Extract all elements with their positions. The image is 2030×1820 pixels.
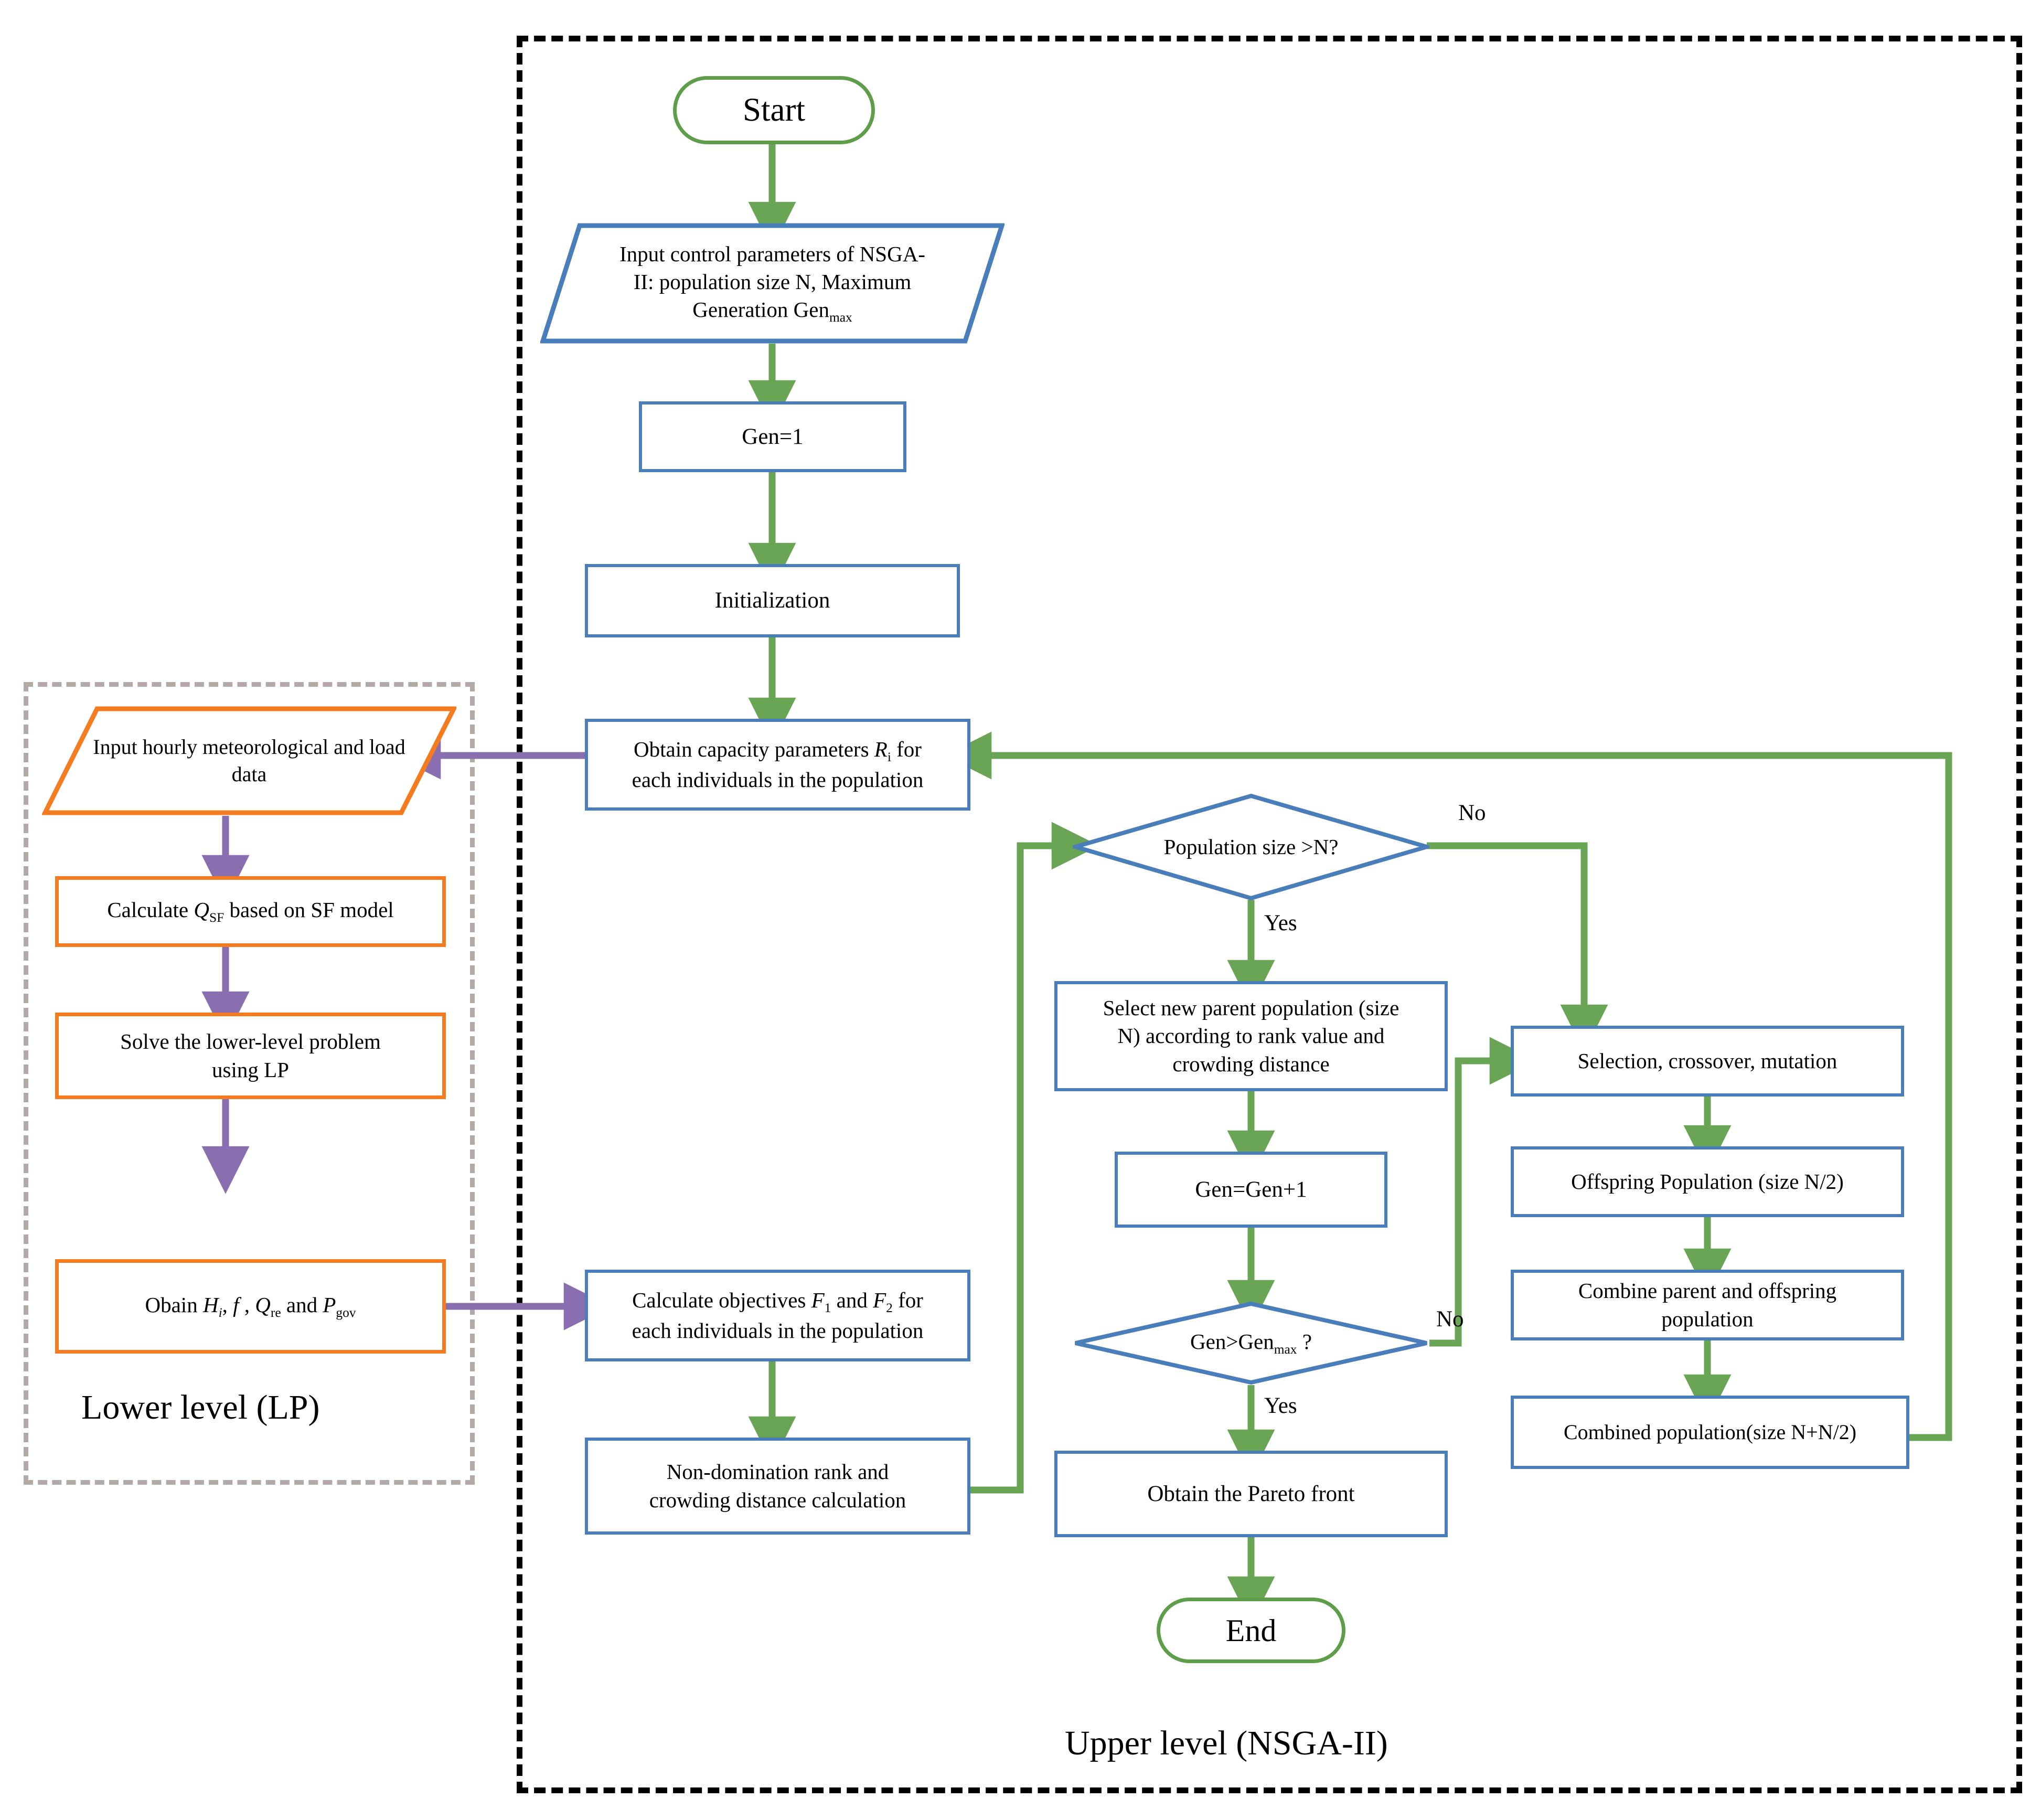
calculate-qsf-label: Calculate QSF based on SF model bbox=[107, 898, 394, 925]
combine-population-line1: Combine parent and offspring bbox=[1578, 1279, 1837, 1303]
combine-population-text: Combine parent and offspring population bbox=[1578, 1277, 1836, 1333]
gen-init-box[interactable]: Gen=1 bbox=[639, 401, 906, 472]
input-parameters-line2: II: population size N, Maximum bbox=[633, 269, 912, 294]
edge-label-genmax-no: No bbox=[1436, 1307, 1464, 1332]
offspring-population-box[interactable]: Offspring Population (size N/2) bbox=[1511, 1146, 1904, 1217]
nondomination-rank-box[interactable]: Non-domination rank and crowding distanc… bbox=[585, 1438, 970, 1535]
solve-lp-text: Solve the lower-level problem using LP bbox=[120, 1028, 381, 1084]
calculate-objectives-line1: Calculate objectives F1 and F2 for bbox=[632, 1287, 923, 1315]
nondomination-rank-line1: Non-domination rank and bbox=[666, 1460, 889, 1484]
selection-crossover-box[interactable]: Selection, crossover, mutation bbox=[1511, 1026, 1904, 1097]
select-parent-line2: N) according to rank value and bbox=[1117, 1024, 1385, 1048]
combine-population-line2: population bbox=[1661, 1306, 1754, 1331]
edge-label-population-yes: Yes bbox=[1264, 911, 1297, 935]
obtain-variables-label: Obain Hi, f , Qre and Pgov bbox=[145, 1292, 356, 1321]
edge-label-genmax-yes: Yes bbox=[1264, 1393, 1297, 1418]
select-parent-box[interactable]: Select new parent population (size N) ac… bbox=[1054, 981, 1448, 1091]
lower-level-frame bbox=[24, 682, 475, 1485]
input-hourly-line1: Input hourly meteorological and load bbox=[93, 735, 405, 759]
population-size-decision[interactable]: Population size >N? bbox=[1073, 793, 1429, 901]
combined-population-box[interactable]: Combined population(size N+N/2) bbox=[1511, 1396, 1909, 1469]
end-terminator[interactable]: End bbox=[1157, 1598, 1345, 1663]
pareto-front-box[interactable]: Obtain the Pareto front bbox=[1054, 1451, 1448, 1537]
obtain-capacity-box[interactable]: Obtain capacity parameters Ri for each i… bbox=[585, 719, 970, 811]
input-hourly-line2: data bbox=[231, 762, 267, 786]
combine-population-box[interactable]: Combine parent and offspring population bbox=[1511, 1270, 1904, 1340]
obtain-capacity-text: Obtain capacity parameters Ri for each i… bbox=[632, 736, 924, 794]
start-terminator[interactable]: Start bbox=[673, 76, 875, 144]
lower-level-title: Lower level (LP) bbox=[81, 1388, 320, 1427]
initialization-box[interactable]: Initialization bbox=[585, 564, 960, 637]
obtain-capacity-line1: Obtain capacity parameters Ri for bbox=[634, 737, 922, 764]
population-size-label: Population size >N? bbox=[1163, 834, 1339, 859]
gen-increment-box[interactable]: Gen=Gen+1 bbox=[1115, 1152, 1387, 1228]
select-parent-line1: Select new parent population (size bbox=[1103, 996, 1399, 1020]
gen-max-label: Gen>Genmax ? bbox=[1190, 1329, 1312, 1357]
nondomination-rank-line2: crowding distance calculation bbox=[649, 1487, 906, 1512]
input-hourly-io[interactable]: Input hourly meteorological and load dat… bbox=[42, 706, 456, 816]
gen-max-decision[interactable]: Gen>Genmax ? bbox=[1073, 1301, 1429, 1385]
calculate-qsf-box[interactable]: Calculate QSF based on SF model bbox=[55, 876, 446, 947]
upper-level-frame bbox=[517, 36, 2022, 1793]
input-parameters-text: Input control parameters of NSGA- II: po… bbox=[573, 240, 972, 327]
select-parent-line3: crowding distance bbox=[1172, 1051, 1330, 1076]
nondomination-rank-text: Non-domination rank and crowding distanc… bbox=[649, 1458, 906, 1514]
select-parent-text: Select new parent population (size N) ac… bbox=[1103, 994, 1399, 1078]
input-parameters-line3: Generation Genmax bbox=[692, 297, 852, 325]
calculate-objectives-line2: each individuals in the population bbox=[632, 1318, 924, 1343]
input-parameters-line1: Input control parameters of NSGA- bbox=[619, 241, 925, 266]
input-hourly-text: Input hourly meteorological and load dat… bbox=[71, 733, 427, 788]
obtain-variables-box[interactable]: Obain Hi, f , Qre and Pgov bbox=[55, 1259, 446, 1354]
upper-level-title: Upper level (NSGA-II) bbox=[1065, 1724, 1388, 1762]
edge-label-population-no: No bbox=[1458, 801, 1486, 825]
input-parameters-io[interactable]: Input control parameters of NSGA- II: po… bbox=[540, 223, 1005, 344]
calculate-objectives-box[interactable]: Calculate objectives F1 and F2 for each … bbox=[585, 1270, 970, 1361]
parallelogram-shape bbox=[540, 223, 1005, 344]
calculate-objectives-text: Calculate objectives F1 and F2 for each … bbox=[632, 1286, 924, 1345]
parallelogram-shape bbox=[42, 706, 456, 815]
solve-lp-line2: using LP bbox=[212, 1057, 289, 1082]
obtain-capacity-line2: each individuals in the population bbox=[632, 767, 924, 792]
solve-lp-box[interactable]: Solve the lower-level problem using LP bbox=[55, 1013, 446, 1099]
solve-lp-line1: Solve the lower-level problem bbox=[120, 1029, 381, 1054]
